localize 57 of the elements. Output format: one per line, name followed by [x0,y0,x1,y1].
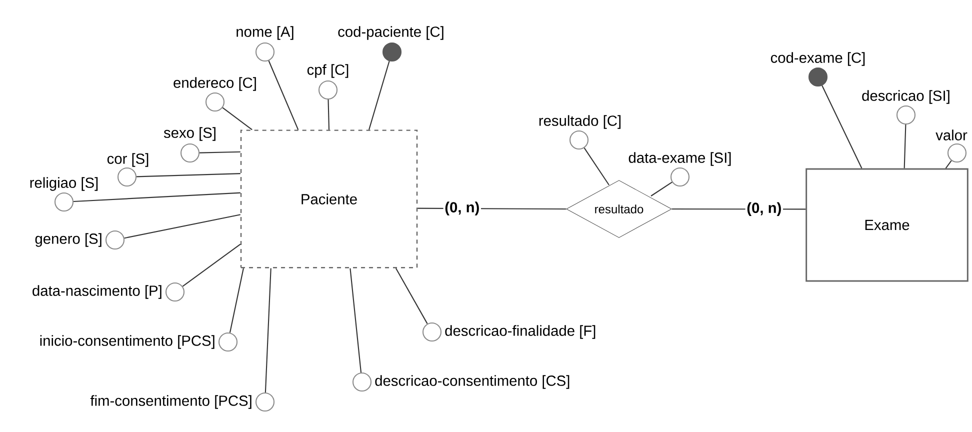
connector-line [945,160,952,169]
node-label: cor [S] [107,153,148,167]
node-label: sexo [S] [164,127,216,141]
node-label: nome [A] [236,26,294,40]
node-label: fim-consentimento [PCS] [90,395,252,409]
node-label: descricao [SI] [862,90,950,104]
connector-line [222,107,252,130]
attribute: data-nascimento [P] [32,282,185,302]
node-label: descricao-finalidade [F] [445,325,596,339]
connector-line [182,244,241,287]
attribute: endereco [C] [174,77,256,112]
attribute: descricao [SI] [862,90,950,125]
node-label: cod-exame [C] [770,52,865,66]
attribute: inicio-consentimento [PCS] [40,332,238,352]
attribute: sexo [S] [164,127,216,163]
node-label: data-exame [SI] [628,152,731,166]
connector-line [74,192,240,202]
connector-line [124,214,241,239]
attribute: descricao-finalidade [F] [422,322,596,342]
connector-line [584,148,610,186]
attribute: resultado [C] [539,115,620,150]
attribute: descricao-consentimento [CS] [352,372,570,392]
cardinality-label: (0, n) [745,200,783,218]
node-label: genero [S] [35,233,102,247]
connector-line [904,124,906,168]
entity-box: Paciente [240,130,418,268]
connector-line [264,268,272,392]
attribute: genero [S] [35,230,125,250]
attribute: fim-consentimento [PCS] [90,392,275,412]
connector-line [822,85,862,168]
attribute: cod-exame [C] [770,52,865,87]
attribute: valor [936,130,968,163]
entity-box: Exame [806,168,968,282]
node-label: cpf [C] [307,64,348,78]
node-label: data-nascimento [P] [32,285,162,299]
attribute: nome [A] [236,26,294,62]
node-label: inicio-consentimento [PCS] [40,335,214,349]
node-label: descricao-consentimento [CS] [375,375,570,389]
attribute: religiao [S] [30,177,98,212]
connector-line [650,182,672,196]
connector-line [229,268,244,333]
attribute: cor [S] [107,153,148,187]
connector-line [328,100,330,130]
connector-line [136,173,240,178]
node-label: endereco [C] [174,77,256,91]
cardinality-label: (0, n) [443,200,481,217]
connector-line [268,60,299,130]
connector-line [368,60,390,130]
node-label: resultado [C] [539,115,621,129]
node-label: religiao [S] [30,177,98,191]
node-label: valor [936,130,968,140]
connector-line [395,268,428,324]
attribute: cod-paciente [C] [338,26,444,62]
node-label: cod-paciente [C] [338,26,444,40]
attribute: cpf [C] [307,64,348,100]
connector-line [200,151,240,154]
connector-line [350,268,362,373]
